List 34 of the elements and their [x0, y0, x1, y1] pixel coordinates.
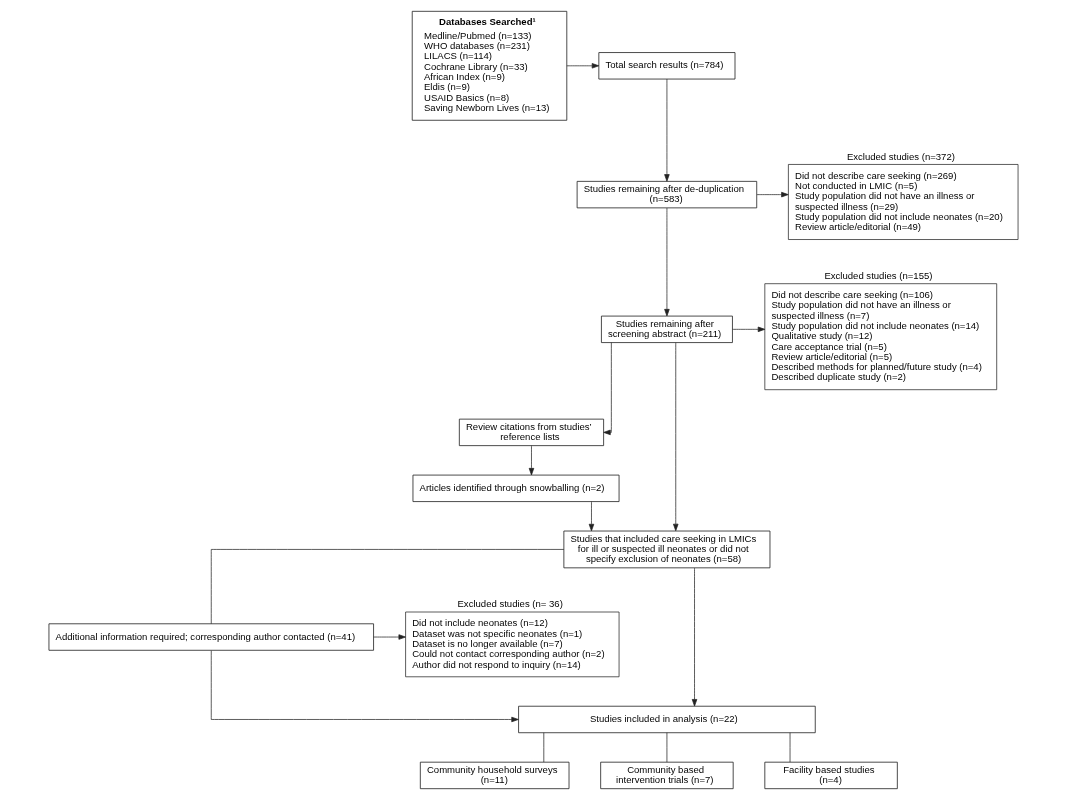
connector: [543, 732, 545, 763]
node-label: Excluded studies (n=155): [824, 269, 933, 281]
node-box: Additional information required; corresponding author contacted (n=41): [48, 623, 374, 651]
arrow: [664, 78, 670, 182]
arrow: [528, 445, 535, 476]
node-box: Total search results (n=784): [598, 52, 736, 80]
arrow: [588, 501, 595, 532]
node-label: Excluded studies (n=372): [846, 150, 955, 162]
arrow: [673, 342, 679, 532]
node-box: Did not include neonates (n=12) Dataset was not specific neonates (n=1) Dataset is no longer available (n=7) Could not contact corresponding author (n=2) Author did not respond to inquiry (n=14): [405, 611, 620, 678]
connector: [666, 732, 668, 763]
connector: [210, 549, 565, 625]
arrow: [603, 342, 612, 436]
arrow: [756, 191, 789, 198]
node-box: Studies remaining after de-duplication (n=583): [576, 180, 758, 209]
node-label: Excluded studies (n= 36): [457, 598, 563, 610]
node-box: Studies remaining after screening abstract (n=211): [601, 315, 733, 343]
connector: [789, 732, 791, 763]
arrow: [210, 650, 519, 723]
node-box: Did not describe care seeking (n=269) Not conducted in LMIC (n=5) Study population did not have an illness or suspected illness (n=29) Study population did not include neonates (n=20) Review article/editorial (n=49): [788, 164, 1019, 240]
arrow: [566, 63, 600, 69]
node-box: Community based intervention trials (n=7): [600, 761, 734, 790]
arrow: [373, 634, 406, 640]
node-box: Studies included in analysis (n=22): [518, 705, 816, 734]
node-box: Articles identified through snowballing (n=2): [412, 474, 620, 502]
node-box: Did not describe care seeking (n=106) Study population did not have an illness or suspected illness (n=7) Study population did not include neonates (n=14) Qualitative study (n=12) Care acceptance trial (n=5) Review article/editorial (n=5) Described methods for planned/future study (n=4) Described duplicate study (n=2): [764, 283, 998, 391]
node-box: Review citations from studies’ reference lists: [458, 418, 605, 447]
arrow: [732, 326, 766, 332]
arrow: [664, 207, 670, 317]
node-box: Databases Searched¹ Medline/Pubmed (n=133) WHO databases (n=231) LILACS (n=114) Cochrane Library (n=33) African Index (n=9) Eldis (n=9) USAID Basics (n=8) Saving Newborn Lives (n=13): [411, 10, 568, 121]
arrow: [691, 567, 698, 707]
node-box: Community household surveys (n=11): [419, 761, 570, 790]
node-box: Facility based studies (n=4): [764, 761, 898, 790]
node-box: Studies that included care seeking in LMICs for ill or suspected ill neonates or did not specify exclusion of neonates (n=58): [563, 530, 771, 569]
